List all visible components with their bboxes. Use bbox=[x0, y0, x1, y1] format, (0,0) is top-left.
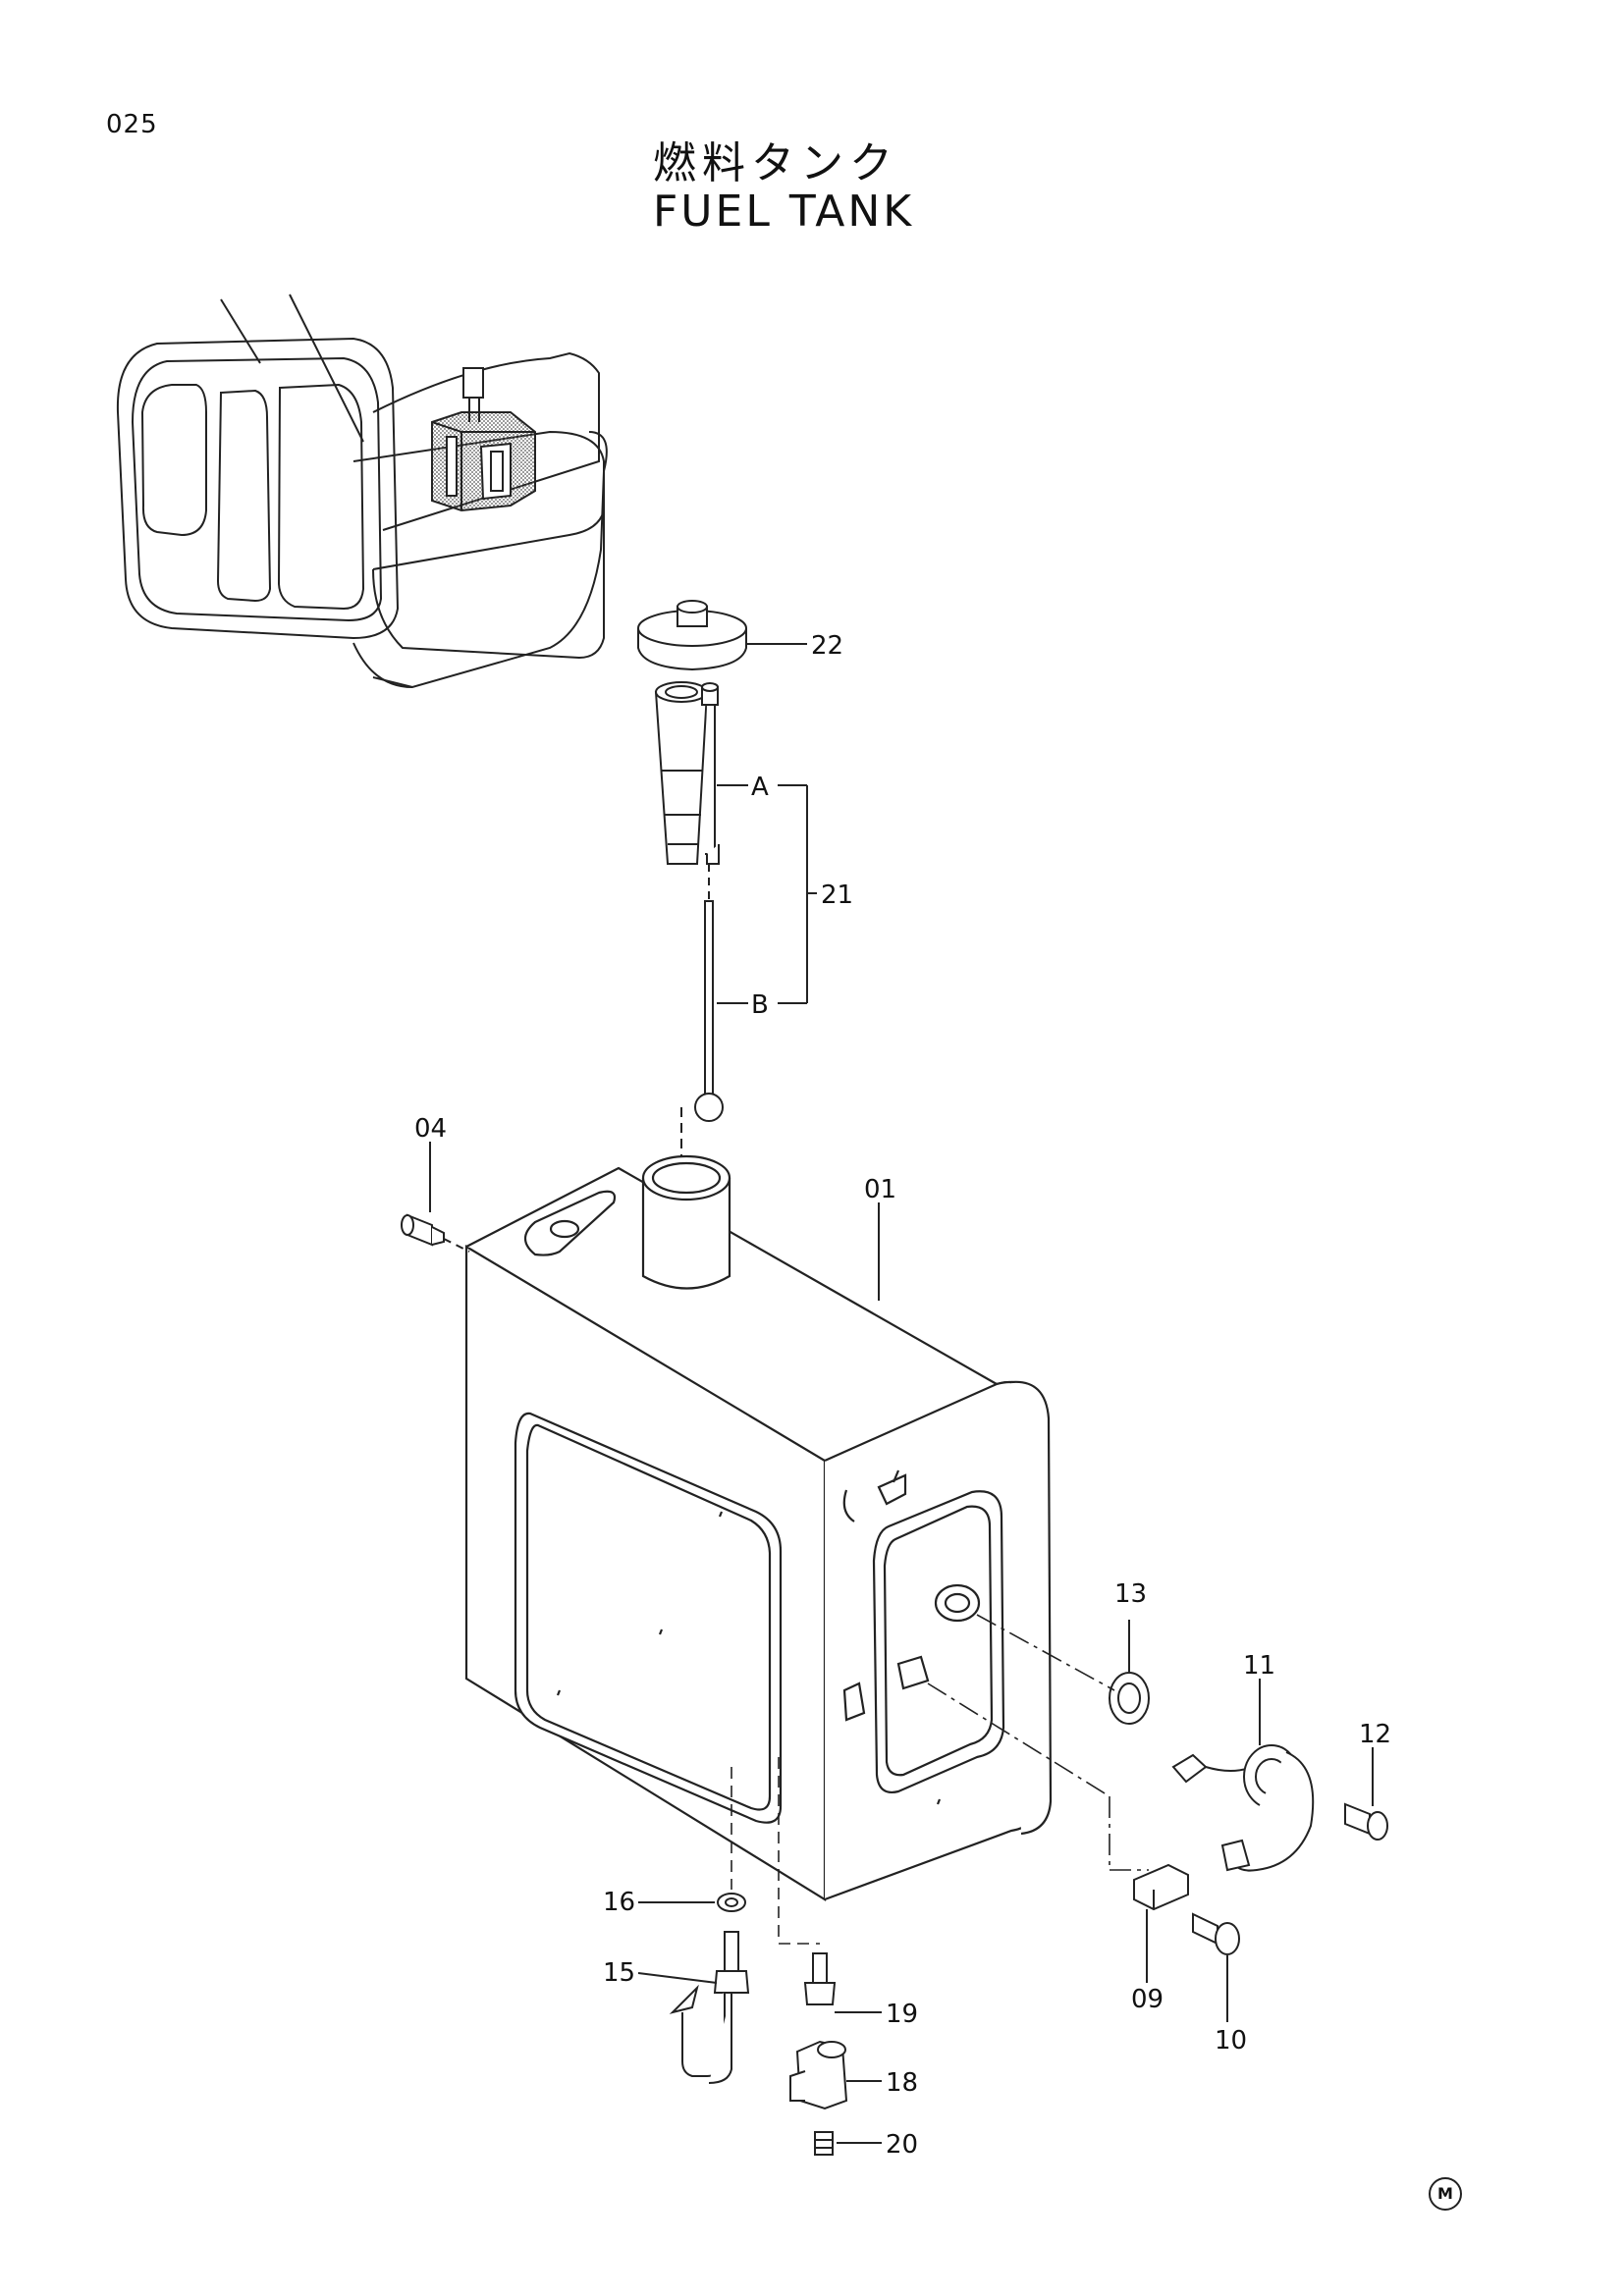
part-13-packing bbox=[1109, 1672, 1150, 1725]
part-11-fuel-sensor bbox=[1171, 1744, 1315, 1872]
part-12-bolt bbox=[1344, 1802, 1388, 1841]
page-number: 025 bbox=[106, 110, 158, 139]
callout-18: 18 bbox=[886, 2068, 918, 2098]
callout-a: A bbox=[751, 773, 769, 802]
callout-b: B bbox=[751, 990, 769, 1020]
callout-11: 11 bbox=[1243, 1651, 1275, 1681]
callout-21: 21 bbox=[821, 881, 853, 910]
title-japanese: 燃料タンク bbox=[653, 138, 898, 188]
corner-mark: M bbox=[1429, 2177, 1462, 2211]
part-22-filler-cap bbox=[637, 600, 747, 671]
callout-09: 09 bbox=[1131, 1985, 1164, 2014]
part-19-nipple bbox=[803, 1952, 837, 2005]
part-20-plug bbox=[814, 2131, 834, 2156]
part-09-clip bbox=[1133, 1863, 1189, 1911]
part-18-cock bbox=[789, 2040, 848, 2110]
callout-brackets bbox=[680, 784, 817, 1178]
callout-12: 12 bbox=[1359, 1720, 1391, 1749]
callout-01: 01 bbox=[864, 1175, 896, 1204]
callout-13: 13 bbox=[1114, 1579, 1147, 1609]
callout-labels: 22 A 21 B 04 01 13 11 12 16 15 19 18 20 … bbox=[414, 631, 1391, 2160]
callout-16: 16 bbox=[603, 1888, 635, 1917]
title-english: FUEL TANK bbox=[653, 187, 915, 237]
callout-19: 19 bbox=[886, 2000, 918, 2029]
part-16-washer bbox=[717, 1893, 746, 1912]
callout-10: 10 bbox=[1215, 2026, 1247, 2056]
part-21-strainer-assembly bbox=[654, 681, 720, 865]
callout-15: 15 bbox=[603, 1958, 635, 1988]
part-21-level-gauge bbox=[694, 900, 724, 1122]
part-04-plug bbox=[401, 1213, 445, 1247]
part-10-bolt bbox=[1192, 1912, 1240, 1955]
part-01-fuel-tank bbox=[464, 1154, 1053, 1901]
callout-04: 04 bbox=[414, 1114, 447, 1144]
part-15-drain-valve bbox=[669, 1931, 750, 2084]
callout-22: 22 bbox=[811, 631, 843, 661]
callout-20: 20 bbox=[886, 2130, 918, 2160]
excavator-locator-illustration bbox=[116, 294, 608, 689]
